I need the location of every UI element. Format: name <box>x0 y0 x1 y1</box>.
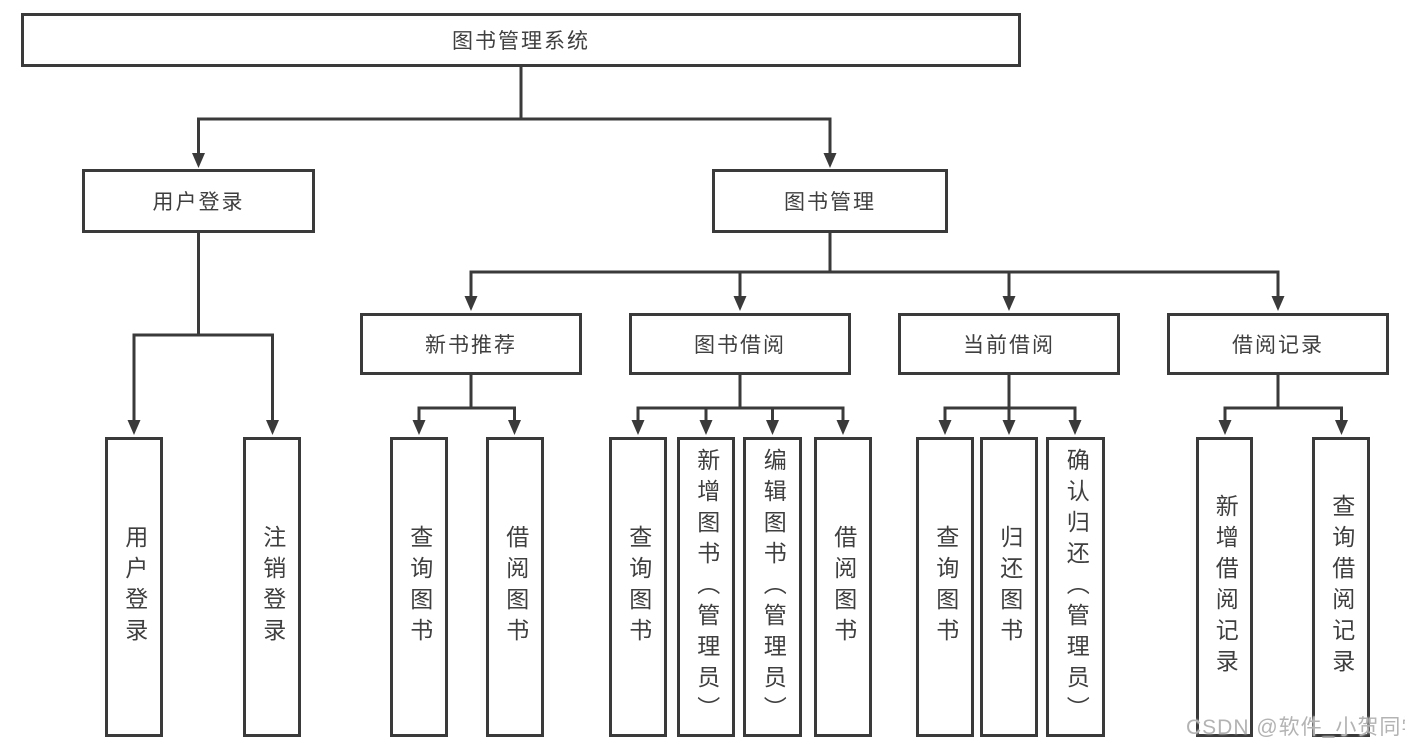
leaf-label: 查询图书 <box>406 525 433 649</box>
node-label: 用户登录 <box>152 191 245 214</box>
node-borrow-records: 借阅记录 <box>1167 313 1389 375</box>
connector-new-book-branch <box>412 375 521 435</box>
node-library-management-system: 图书管理系统 <box>21 13 1021 67</box>
node-label: 当前借阅 <box>963 334 1055 357</box>
connector-borrow-records-branch <box>1218 375 1348 435</box>
leaf-label: 新增图书（管理员） <box>693 447 720 727</box>
leaf-borrow-books-borrowing: 借阅图书 <box>814 437 872 737</box>
node-book-borrowing: 图书借阅 <box>629 313 851 375</box>
leaf-label: 用户登录 <box>121 525 148 649</box>
connector-book-management-branch <box>464 233 1285 311</box>
connector-current-borrowing-branch <box>938 375 1082 435</box>
node-new-book-recommendation: 新书推荐 <box>360 313 582 375</box>
leaf-label: 查询图书 <box>932 525 959 649</box>
leaf-label: 注销登录 <box>259 525 286 649</box>
node-label: 图书借阅 <box>694 334 786 357</box>
leaf-borrow-books-recommend: 借阅图书 <box>486 437 544 737</box>
leaf-label: 查询图书 <box>625 525 652 649</box>
leaf-add-borrow-record: 新增借阅记录 <box>1196 437 1253 737</box>
leaf-query-borrow-record: 查询借阅记录 <box>1312 437 1370 737</box>
leaf-query-books-borrowing: 查询图书 <box>609 437 667 737</box>
leaf-query-books-recommend: 查询图书 <box>390 437 448 737</box>
leaf-edit-book-admin: 编辑图书（管理员） <box>743 437 802 737</box>
node-label: 借阅记录 <box>1232 334 1324 357</box>
node-user-login: 用户登录 <box>82 169 315 233</box>
node-label: 新书推荐 <box>425 334 517 357</box>
leaf-add-book-admin: 新增图书（管理员） <box>677 437 735 737</box>
leaf-label: 确认归还（管理员） <box>1063 447 1090 727</box>
leaf-label: 借阅图书 <box>502 525 529 649</box>
node-current-borrowing: 当前借阅 <box>898 313 1120 375</box>
connector-book-borrowing-branch <box>631 375 850 435</box>
node-label: 图书管理系统 <box>452 30 590 53</box>
connector-root-branch <box>192 67 837 168</box>
leaf-confirm-return-admin: 确认归还（管理员） <box>1046 437 1105 737</box>
leaf-query-books-current: 查询图书 <box>916 437 974 737</box>
leaf-label: 借阅图书 <box>830 525 857 649</box>
leaf-logout: 注销登录 <box>243 437 301 737</box>
leaf-user-login: 用户登录 <box>105 437 163 737</box>
leaf-label: 查询借阅记录 <box>1328 494 1355 680</box>
node-book-management: 图书管理 <box>712 169 948 233</box>
connector-user-login-branch <box>127 233 279 435</box>
node-label: 图书管理 <box>784 191 876 214</box>
leaf-return-books: 归还图书 <box>980 437 1038 737</box>
leaf-label: 编辑图书（管理员） <box>760 447 787 727</box>
leaf-label: 新增借阅记录 <box>1212 494 1239 680</box>
csdn-watermark: CSDN @软件_小贺同学 <box>1186 716 1405 739</box>
leaf-label: 归还图书 <box>996 525 1023 649</box>
